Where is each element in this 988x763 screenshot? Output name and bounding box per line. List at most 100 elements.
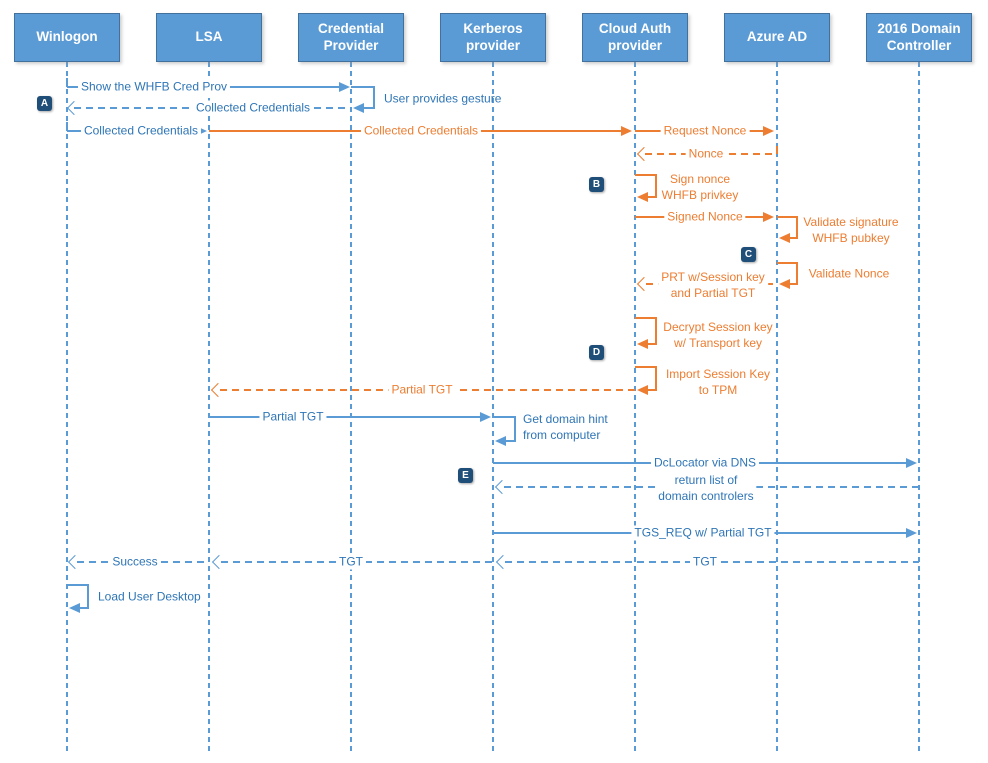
arrowhead	[779, 233, 790, 243]
loop-line	[777, 216, 797, 218]
actor-winlogon: Winlogon	[14, 13, 120, 62]
loop-line	[75, 607, 88, 609]
step-marker-d: D	[589, 345, 604, 360]
loop-line	[373, 86, 375, 109]
open-arrowhead	[210, 382, 226, 398]
loop-line	[67, 584, 88, 586]
arrowhead	[480, 412, 491, 422]
loop-line	[635, 317, 656, 319]
message-label: Nonce	[685, 146, 727, 162]
arrowhead	[637, 385, 648, 395]
lifeline-2016-domain-controller	[918, 62, 920, 755]
step-marker-c: C	[741, 247, 756, 262]
message-label: return list of domain controlers	[655, 472, 757, 504]
actor-label: Winlogon	[36, 29, 98, 45]
actor-2016-domain-controller: 2016 Domain Controller	[866, 13, 972, 62]
loop-line	[635, 366, 656, 368]
arrowhead	[69, 603, 80, 613]
loop-line	[655, 317, 657, 345]
message-line	[209, 416, 481, 418]
message-label: Collected Credentials	[80, 123, 202, 139]
open-arrowhead	[67, 554, 83, 570]
arrowhead	[495, 436, 506, 446]
open-arrowhead	[636, 146, 652, 162]
message-label: Load User Desktop	[98, 589, 201, 604]
open-arrowhead	[636, 276, 652, 292]
message-label: Partial TGT	[388, 382, 456, 398]
arrowhead	[196, 126, 207, 136]
loop-line	[796, 216, 798, 239]
message-jog	[66, 122, 68, 131]
open-arrowhead	[495, 554, 511, 570]
arrowhead	[353, 103, 364, 113]
loop-line	[643, 343, 656, 345]
actor-azure-ad: Azure AD	[724, 13, 830, 62]
message-jog	[776, 146, 778, 154]
arrowhead	[906, 458, 917, 468]
step-marker-e: E	[458, 468, 473, 483]
loop-line	[785, 283, 797, 285]
lifeline-cloud-auth-provider	[634, 62, 636, 755]
message-label: Validate Nonce	[808, 266, 890, 281]
loop-line	[514, 416, 516, 442]
loop-line	[351, 86, 374, 88]
arrowhead	[637, 339, 648, 349]
message-label: TGT	[690, 554, 720, 570]
loop-line	[87, 584, 89, 609]
actor-cloud-auth-provider: Cloud Auth provider	[582, 13, 688, 62]
step-marker-b: B	[589, 177, 604, 192]
message-label: Success	[109, 554, 161, 570]
actor-lsa: LSA	[156, 13, 262, 62]
message-label: Request Nonce	[660, 123, 750, 139]
message-label: DcLocator via DNS	[650, 455, 760, 471]
loop-line	[360, 107, 374, 109]
loop-line	[655, 366, 657, 391]
lifeline-lsa	[208, 62, 210, 755]
message-label: Decrypt Session key w/ Transport key	[663, 320, 773, 350]
arrowhead	[763, 126, 774, 136]
loop-line	[493, 416, 515, 418]
message-label: Collected Credentials	[360, 123, 482, 139]
actor-label: Kerberos provider	[463, 20, 523, 53]
loop-line	[643, 389, 656, 391]
lifeline-winlogon	[66, 62, 68, 755]
actor-label: Cloud Auth provider	[598, 20, 672, 53]
actor-credential-provider: Credential Provider	[298, 13, 404, 62]
arrowhead	[621, 126, 632, 136]
loop-line	[501, 440, 515, 442]
message-label: Partial TGT	[259, 409, 327, 425]
message-label: User provides gesture	[384, 91, 502, 106]
loop-line	[785, 237, 797, 239]
actor-label: Azure AD	[746, 29, 808, 45]
open-arrowhead	[211, 554, 227, 570]
actor-label: Credential Provider	[317, 20, 385, 53]
actor-label: 2016 Domain Controller	[877, 20, 961, 53]
message-label: TGT	[336, 554, 366, 570]
step-marker-a: A	[37, 96, 52, 111]
lifeline-azure-ad	[776, 62, 778, 755]
message-label: Sign nonce WHFB privkey	[661, 172, 739, 202]
lifeline-kerberos-provider	[492, 62, 494, 755]
loop-line	[777, 262, 797, 264]
open-arrowhead	[66, 100, 82, 116]
loop-line	[796, 262, 798, 285]
loop-line	[655, 174, 657, 198]
lifeline-credential-provider	[350, 62, 352, 755]
message-label: PRT w/Session key and Partial TGT	[658, 269, 768, 301]
message-label: Import Session Key to TPM	[665, 367, 771, 397]
message-jog	[66, 78, 68, 87]
message-label: Validate signature WHFB pubkey	[803, 215, 899, 245]
actor-kerberos-provider: Kerberos provider	[440, 13, 546, 62]
message-label: Signed Nonce	[664, 209, 746, 225]
actor-label: LSA	[195, 29, 223, 45]
open-arrowhead	[494, 479, 510, 495]
arrowhead	[339, 82, 350, 92]
message-label: Get domain hint from computer	[523, 412, 608, 442]
arrowhead	[763, 212, 774, 222]
loop-line	[635, 174, 656, 176]
message-label: Collected Credentials	[192, 100, 314, 116]
message-label: Show the WHFB Cred Prov	[77, 79, 231, 95]
message-label: TGS_REQ w/ Partial TGT	[631, 525, 775, 541]
arrowhead	[637, 192, 648, 202]
